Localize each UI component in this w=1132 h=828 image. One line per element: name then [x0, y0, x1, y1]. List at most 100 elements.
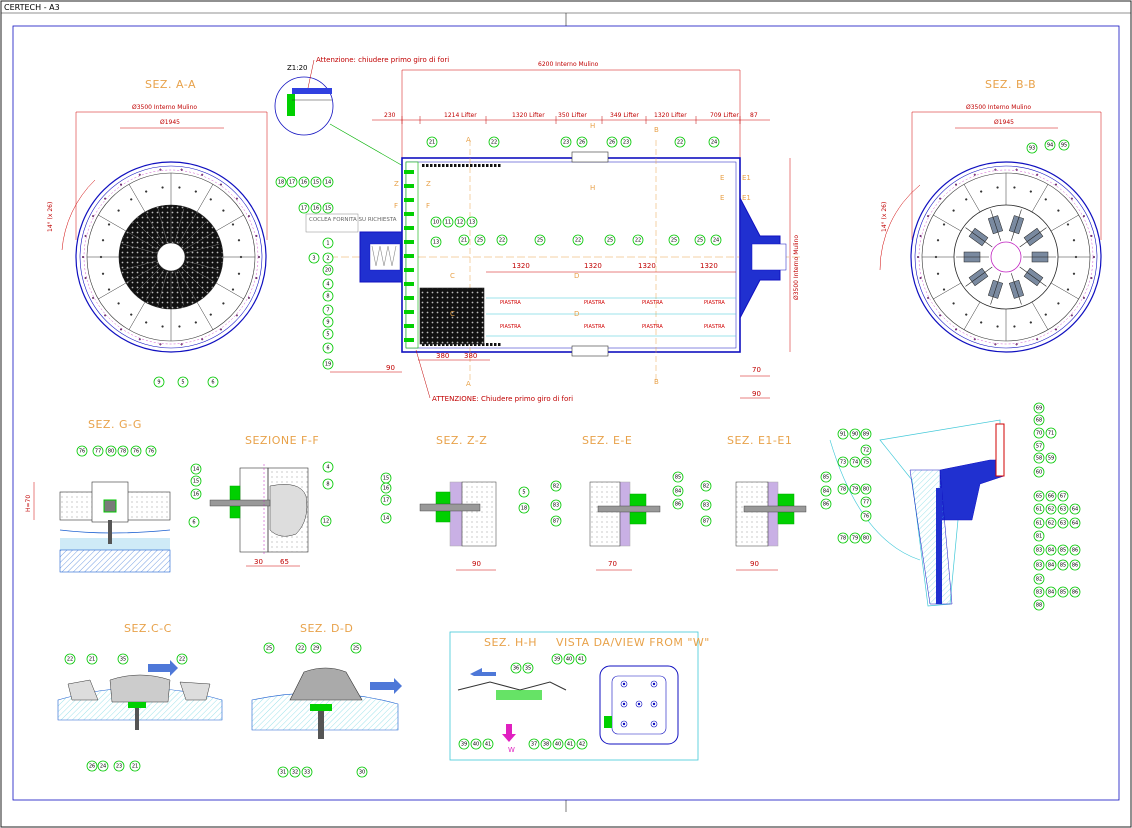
balloon-rd-20: 58 [1033, 452, 1045, 464]
row-dim-2: 1320 [638, 262, 656, 270]
section-gg-dim: H=70 [25, 495, 32, 512]
section-letter: E1 [742, 194, 751, 202]
svg-text:73: 73 [840, 460, 846, 466]
balloon-gg-1: 77 [92, 445, 104, 457]
svg-text:16: 16 [313, 206, 319, 212]
svg-text:21: 21 [429, 140, 435, 146]
balloon-dd-3: 25 [350, 642, 362, 654]
section-aa-title: SEZ. A-A [145, 78, 196, 91]
balloon-rd-12: 78 [837, 532, 849, 544]
balloon-rd-2: 89 [860, 428, 872, 440]
balloon-gg-0: 76 [76, 445, 88, 457]
balloon-rd-26: 61 [1033, 503, 1045, 515]
balloon-hh-5: 37 [528, 738, 540, 750]
top-dim-6: 709 Lifter [710, 112, 739, 119]
balloon-rd-43: 82 [1033, 573, 1045, 585]
balloon-rd-28: 63 [1057, 503, 1069, 515]
bottom-dim-3: 70 [752, 366, 761, 374]
balloon-mlt-2: 16 [298, 176, 310, 188]
svg-text:85: 85 [1060, 563, 1066, 569]
svg-text:41: 41 [578, 657, 584, 663]
svg-text:18: 18 [278, 180, 284, 186]
svg-text:78: 78 [840, 536, 846, 542]
plate-label: PIASTRA [584, 324, 605, 330]
svg-text:35: 35 [525, 666, 531, 672]
svg-text:85: 85 [1060, 590, 1066, 596]
balloon-zz-1: 16 [380, 482, 392, 494]
svg-text:78: 78 [120, 449, 126, 455]
svg-text:89: 89 [863, 432, 869, 438]
svg-text:78: 78 [840, 487, 846, 493]
svg-text:83: 83 [1036, 590, 1042, 596]
balloon-hh-6: 38 [540, 738, 552, 750]
balloon-cc-5: 24 [97, 760, 109, 772]
balloon-min-9: 22 [572, 234, 584, 246]
section-e1-dim: 90 [750, 560, 759, 568]
balloon-mtop-4: 26 [606, 136, 618, 148]
svg-text:94: 94 [1047, 143, 1053, 149]
svg-text:10: 10 [433, 220, 439, 226]
balloon-rd-10: 77 [860, 496, 872, 508]
svg-text:33: 33 [304, 770, 310, 776]
section-e1-title: SEZ. E1-E1 [727, 434, 792, 447]
balloon-ee-2: 87 [550, 515, 562, 527]
balloon-mlm-1: 16 [310, 202, 322, 214]
section-bb: SEZ. B-B Ø3500 Interno Mulino Ø1945 14° … [879, 78, 1102, 353]
svg-text:80: 80 [863, 536, 869, 542]
svg-text:6: 6 [326, 346, 329, 352]
plate-label: PIASTRA [500, 300, 521, 306]
section-hh: SEZ. H-H VISTA DA/VIEW FROM "W" W [449, 631, 709, 761]
svg-text:76: 76 [148, 449, 154, 455]
svg-text:80: 80 [108, 449, 114, 455]
svg-text:22: 22 [491, 140, 497, 146]
balloon-zz-0: 15 [380, 472, 392, 484]
svg-text:13: 13 [433, 240, 439, 246]
balloon-rd-31: 62 [1045, 517, 1057, 529]
svg-text:16: 16 [383, 486, 389, 492]
section-dd-title: SEZ. D-D [300, 622, 353, 635]
balloon-mtop-7: 24 [708, 136, 720, 148]
svg-text:60: 60 [1036, 470, 1042, 476]
balloon-rd-21: 59 [1045, 452, 1057, 464]
svg-text:83: 83 [703, 503, 709, 509]
balloon-rd-4: 73 [837, 456, 849, 468]
svg-text:25: 25 [266, 646, 272, 652]
svg-text:82: 82 [703, 484, 709, 490]
balloon-rd-33: 64 [1069, 517, 1081, 529]
balloon-mtop-1: 22 [488, 136, 500, 148]
plate-label: PIASTRA [704, 324, 725, 330]
section-letter: B [654, 378, 659, 386]
section-hh-title: SEZ. H-H [484, 636, 537, 649]
svg-text:87: 87 [553, 519, 559, 525]
balloon-gg-3: 78 [117, 445, 129, 457]
balloon-rd-35: 83 [1033, 544, 1045, 556]
balloon-gg-5: 76 [145, 445, 157, 457]
svg-text:71: 71 [1048, 431, 1054, 437]
balloon-rd-0: 91 [837, 428, 849, 440]
top-dim-1: 1214 Lifter [444, 112, 477, 119]
balloon-hh-8: 41 [564, 738, 576, 750]
balloon-rd-44: 83 [1033, 586, 1045, 598]
svg-text:9: 9 [157, 380, 160, 386]
svg-text:22: 22 [298, 646, 304, 652]
section-bb-title: SEZ. B-B [985, 78, 1036, 91]
balloon-min-4: 13 [430, 236, 442, 248]
balloon-mlm-2: 15 [322, 202, 334, 214]
balloon-min-11: 22 [632, 234, 644, 246]
balloon-rd-3: 72 [860, 444, 872, 456]
section-gg: SEZ. G-G H=70 [25, 418, 171, 573]
balloon-ff-3: 6 [188, 516, 200, 528]
svg-text:24: 24 [713, 238, 719, 244]
balloon-aa-1: 5 [177, 376, 189, 388]
balloon-ee-5: 86 [672, 498, 684, 510]
svg-text:83: 83 [1036, 563, 1042, 569]
section-letter: D [574, 310, 579, 318]
svg-text:5: 5 [326, 332, 329, 338]
balloon-mlb-9: 6 [322, 342, 334, 354]
balloon-mlm-0: 17 [298, 202, 310, 214]
balloon-cc-0: 22 [64, 653, 76, 665]
svg-text:82: 82 [1036, 577, 1042, 583]
svg-text:25: 25 [537, 238, 543, 244]
